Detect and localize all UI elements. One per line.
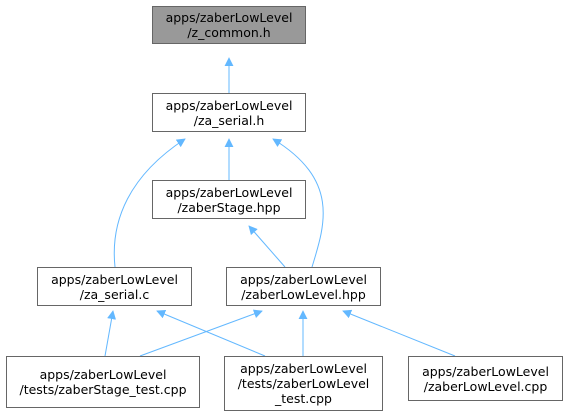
node-zaberlowlevel-hpp[interactable]: apps/zaberLowLevel /zaberLowLevel.hpp [226,267,381,306]
node-label-line: /tests/zaberStage_test.cpp [19,382,187,397]
node-label-line: /zaberLowLevel.cpp [423,378,548,394]
node-label-line: apps/zaberLowLevel [422,363,549,379]
node-label-line: /zaberLowLevel.hpp [241,286,366,302]
node-zaberlowlevel-test-cpp[interactable]: apps/zaberLowLevel /tests/zaberLowLevel … [224,356,383,411]
edge-zaberlowlevel-test-to-za-serial-c [156,309,266,357]
node-label-line: _test.cpp [275,391,332,406]
node-za-serial-c[interactable]: apps/zaberLowLevel /za_serial.c [37,267,192,306]
edge-za-serial-c-to-za-serial-h [113,138,186,268]
node-label-line: apps/zaberLowLevel [165,10,293,25]
node-label-line: apps/zaberLowLevel [240,271,367,287]
node-label-line: apps/zaberLowLevel [165,97,293,113]
node-label-line: /tests/zaberLowLevel [237,376,370,391]
node-label-line: /zaberStage.hpp [177,199,281,215]
node-label-line: apps/zaberLowLevel [165,184,293,200]
node-z-common-h[interactable]: apps/zaberLowLevel /z_common.h [152,6,306,44]
edge-zaberlowlevel-cpp-to-zaberlowlevel-hpp [342,309,456,357]
node-label-line: /za_serial.h [193,112,265,128]
node-zaberstage-test-cpp[interactable]: apps/zaberLowLevel /tests/zaberStage_tes… [6,356,200,408]
node-zaberlowlevel-cpp[interactable]: apps/zaberLowLevel /zaberLowLevel.cpp [408,356,563,401]
node-label-line: /z_common.h [187,25,271,40]
node-za-serial-h[interactable]: apps/zaberLowLevel /za_serial.h [152,93,306,132]
node-label-line: apps/zaberLowLevel [240,361,367,376]
node-label-line: apps/zaberLowLevel [51,271,178,287]
edge-zaberstage-test-to-zaberlowlevel-hpp [139,309,263,357]
node-zaberstage-hpp[interactable]: apps/zaberLowLevel /zaberStage.hpp [152,180,306,219]
node-label-line: apps/zaberLowLevel [39,367,167,382]
edge-zaberlowlevel-hpp-to-za-serial-h [272,138,324,268]
edge-zaberstage-test-to-za-serial-c [104,310,117,357]
edge-zaberlowlevel-hpp-to-zaberstage [248,225,286,268]
node-label-line: /za_serial.c [79,286,150,302]
